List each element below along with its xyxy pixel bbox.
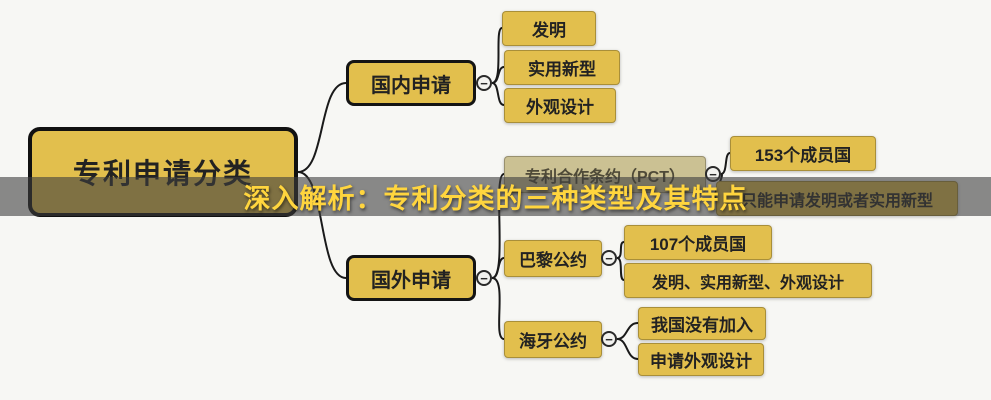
domestic-collapse-toggle[interactable]: −	[476, 75, 492, 91]
node-foreign[interactable]: 国外申请	[346, 255, 476, 301]
node-domestic[interactable]: 国内申请	[346, 60, 476, 106]
node-hague-design[interactable]: 申请外观设计	[638, 343, 764, 376]
banner-title: 深入解析：专利分类的三种类型及其特点	[243, 184, 748, 214]
node-pct-members[interactable]: 153个成员国	[730, 136, 876, 171]
node-paris-types[interactable]: 发明、实用新型、外观设计	[624, 263, 872, 298]
node-invention[interactable]: 发明	[502, 11, 596, 46]
node-utility-model[interactable]: 实用新型	[504, 50, 620, 85]
foreign-collapse-toggle[interactable]: −	[476, 270, 492, 286]
node-paris[interactable]: 巴黎公约	[504, 240, 602, 277]
hague-collapse-toggle[interactable]: −	[601, 331, 617, 347]
node-hague[interactable]: 海牙公约	[504, 321, 602, 358]
paris-collapse-toggle[interactable]: −	[601, 250, 617, 266]
node-hague-note[interactable]: 我国没有加入	[638, 307, 766, 340]
node-design[interactable]: 外观设计	[504, 88, 616, 123]
node-paris-members[interactable]: 107个成员国	[624, 225, 772, 260]
overlay-banner: 深入解析：专利分类的三种类型及其特点	[0, 177, 991, 216]
